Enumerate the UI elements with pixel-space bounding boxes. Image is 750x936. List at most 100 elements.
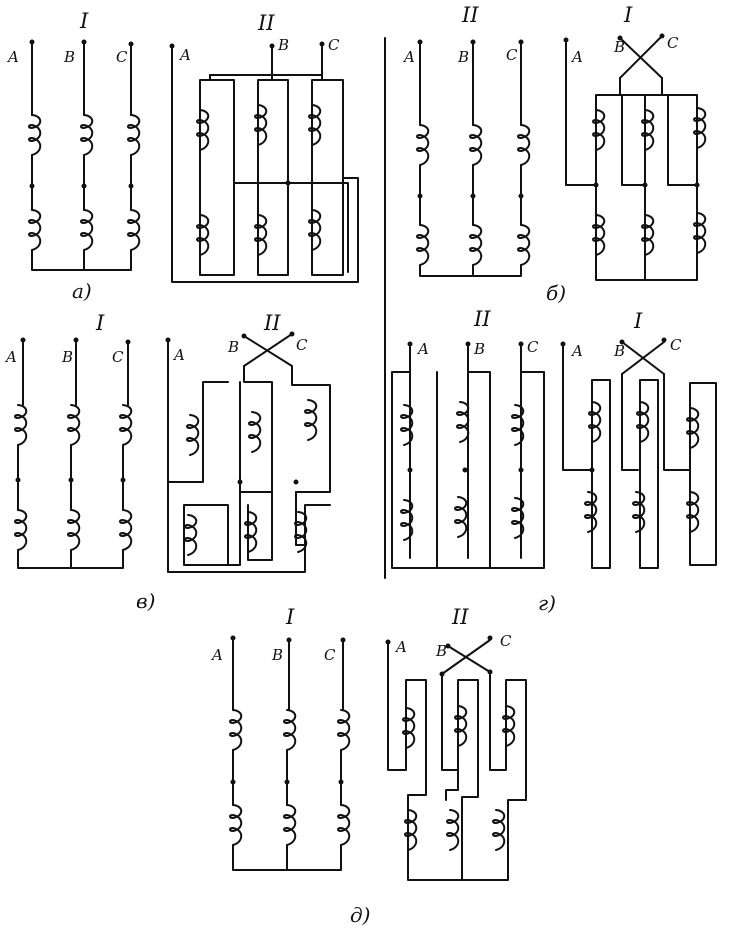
terminal-label-c: C <box>506 46 518 64</box>
coil-symbol <box>456 401 470 443</box>
panel-d: I A B C II A B C <box>210 605 527 927</box>
coil-symbol <box>641 109 655 151</box>
coil-symbol <box>283 709 297 751</box>
terminal-label-a: A <box>570 48 583 66</box>
panel-b-cross-winding: I A B C <box>563 3 707 281</box>
coil-symbol <box>28 209 42 251</box>
coil-symbol <box>254 214 268 256</box>
coil-symbol <box>186 414 200 456</box>
terminal-label-c: C <box>670 336 682 354</box>
terminal-label-a: A <box>4 348 17 366</box>
coil-symbol <box>304 399 318 441</box>
terminal-label-b: B <box>277 36 289 54</box>
coil-symbol <box>196 214 210 256</box>
coil-symbol <box>248 411 262 453</box>
coil-symbol <box>517 124 531 166</box>
terminal-label-b: B <box>61 348 73 366</box>
terminal-label-a: A <box>402 48 415 66</box>
terminal-label-a: A <box>570 342 583 360</box>
panel-a-star-winding: I A B C <box>6 9 141 271</box>
panel-a-zigzag-numeral: II <box>257 11 275 35</box>
coil-symbol <box>283 804 297 846</box>
terminal-label-a: A <box>178 46 191 64</box>
panel-v-star-numeral: I <box>95 311 105 335</box>
coil-symbol <box>119 509 133 551</box>
coil-symbol <box>592 109 606 151</box>
coil-symbol <box>127 209 141 251</box>
terminal-label-a: A <box>416 340 429 358</box>
panel-a-caption: a) <box>72 279 92 303</box>
panel-v: I A B C II A B C <box>4 311 331 613</box>
panel-v-caption: в) <box>136 589 155 613</box>
terminal-label-c: C <box>667 34 679 52</box>
coil-symbol <box>308 104 322 146</box>
panel-a-star-numeral: I <box>79 9 89 33</box>
coil-symbol <box>686 407 700 449</box>
coil-symbol <box>184 514 198 556</box>
terminal-label-b: B <box>613 342 625 360</box>
panel-v-star-winding: I A B C <box>4 311 133 569</box>
coil-symbol <box>14 509 28 551</box>
terminal-label-c: C <box>328 36 340 54</box>
panel-b-cross-numeral: I <box>623 3 633 27</box>
panel-b-zigzag-numeral: II <box>461 3 479 27</box>
coil-symbol <box>229 804 243 846</box>
coil-symbol <box>196 109 210 151</box>
terminal-label-a: A <box>210 646 223 664</box>
panel-d-star-winding: I A B C <box>210 605 351 871</box>
coil-symbol <box>584 491 598 533</box>
panel-b-caption: б) <box>546 281 566 305</box>
terminal-label-b: B <box>457 48 469 66</box>
coil-symbol <box>469 224 483 266</box>
terminal-label-a: A <box>6 48 19 66</box>
terminal-label-b: B <box>473 340 485 358</box>
panel-d-star-numeral: I <box>285 605 295 629</box>
coil-symbol <box>641 214 655 256</box>
panel-g-cross-numeral: I <box>633 309 643 333</box>
coil-symbol <box>67 404 81 446</box>
coil-symbol <box>119 404 133 446</box>
coil-symbol <box>693 107 707 149</box>
panel-b-zigzag-winding: II A B C <box>402 3 531 277</box>
terminal-label-a: A <box>394 638 407 656</box>
terminal-label-c: C <box>112 348 124 366</box>
coil-symbol <box>14 404 28 446</box>
terminal-label-c: C <box>296 336 308 354</box>
coil-symbol <box>588 401 602 443</box>
coil-symbol <box>229 709 243 751</box>
coil-symbol <box>416 124 430 166</box>
coil-symbol <box>308 209 322 251</box>
panel-g-cross-winding: I A B C <box>560 309 717 569</box>
coil-symbol <box>337 709 351 751</box>
coil-symbol <box>80 114 94 156</box>
coil-symbol <box>127 114 141 156</box>
panel-d-caption: д) <box>350 903 370 927</box>
coil-symbol <box>517 224 531 266</box>
coil-symbol <box>502 705 516 747</box>
coil-symbol <box>244 511 258 553</box>
terminal-label-b: B <box>63 48 75 66</box>
panel-g: II A B C I A B C <box>391 307 717 615</box>
coil-symbol <box>337 804 351 846</box>
terminal-label-b: B <box>435 642 447 660</box>
coil-symbol <box>636 401 650 443</box>
panel-g-zigzag-numeral: II <box>473 307 491 331</box>
panel-d-cross-numeral: II <box>451 605 469 629</box>
coil-symbol <box>402 707 416 749</box>
terminal-label-c: C <box>116 48 128 66</box>
coil-symbol <box>28 114 42 156</box>
panel-g-caption: г) <box>538 591 556 615</box>
coil-symbol <box>686 491 700 533</box>
terminal-label-c: C <box>527 338 539 356</box>
coil-symbol <box>454 705 468 747</box>
panel-v-cross-winding: II A B C <box>165 311 331 573</box>
panel-d-cross-winding: II A B C <box>385 605 527 881</box>
coil-symbol <box>632 491 646 533</box>
panel-a-zigzag-winding: II A B C <box>169 11 359 283</box>
terminal-label-c: C <box>500 632 512 650</box>
coil-symbol <box>416 224 430 266</box>
coil-symbol <box>469 124 483 166</box>
coil-symbol <box>254 104 268 146</box>
